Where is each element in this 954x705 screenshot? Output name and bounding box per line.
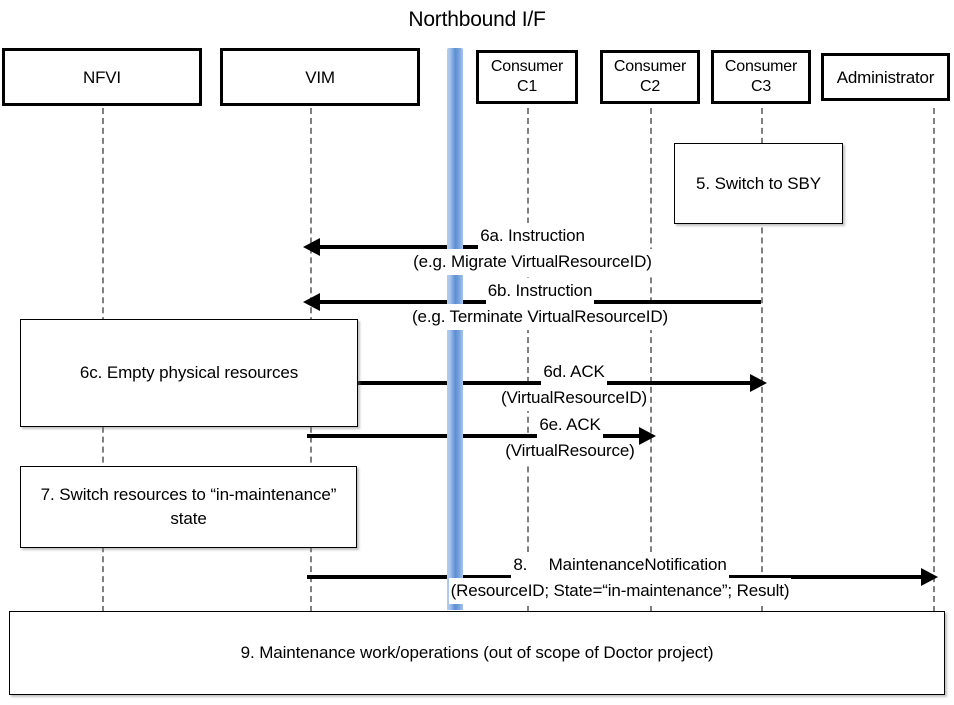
message-6a-label-bottom: (e.g. Migrate VirtualResourceID) [411, 249, 654, 275]
participant-nfvi[interactable]: NFVI [2, 48, 202, 106]
participant-c2-label-line2: C2 [639, 78, 661, 95]
participant-consumer-c1[interactable]: Consumer C1 [476, 50, 578, 104]
page-title: Northbound I/F [408, 8, 546, 31]
note-step5-line1: 5. Switch to [695, 173, 783, 193]
note-step-5-switch-to-sby: 5. Switch to SBY [674, 143, 843, 224]
message-6a-line [310, 245, 527, 249]
note-step6c-line1: 6c. Empty physical resources [79, 363, 299, 382]
message-6a-label-top: 6a. Instruction [478, 223, 587, 249]
lifeline-c3 [761, 108, 763, 612]
message-6d-label-top: 6d. ACK [541, 359, 607, 385]
participant-admin-label: Administrator [836, 67, 935, 87]
note-step9-line1: 9. Maintenance work/operations [240, 643, 479, 662]
message-6e-arrowhead [639, 427, 656, 445]
note-step7-line2: “in-maintenance” state [170, 485, 337, 528]
lifeline-c1 [527, 108, 529, 612]
message-6d-arrowhead [750, 374, 767, 392]
message-6b-arrowhead [303, 293, 320, 311]
participant-c1-label-line1: Consumer [490, 58, 564, 75]
participant-vim[interactable]: VIM [220, 48, 420, 106]
message-6b-label-bottom: (e.g. Terminate VirtualResourceID) [410, 304, 670, 330]
message-6a-label: 6a. Instruction (e.g. Migrate VirtualRes… [360, 223, 705, 275]
message-6e-line [307, 434, 643, 438]
lifeline-admin [933, 108, 935, 612]
message-8-label-bottom: (ResourceID; State=“in-maintenance”; Res… [448, 578, 792, 604]
message-6e-label-top: 6e. ACK [537, 412, 603, 438]
message-6b-label: 6b. Instruction (e.g. Terminate VirtualR… [360, 278, 720, 330]
message-6d-label-bottom: (VirtualResourceID) [498, 385, 650, 411]
participant-c3-label-line1: Consumer [724, 58, 798, 75]
participant-consumer-c2[interactable]: Consumer C2 [600, 50, 700, 104]
participant-c1-label-line2: C1 [516, 78, 538, 95]
message-8-arrowhead [921, 568, 938, 586]
lifeline-c2 [650, 108, 652, 612]
participant-c3-label-line2: C3 [750, 78, 772, 95]
note-step-9-maintenance-work: 9. Maintenance work/operations (out of s… [9, 611, 945, 695]
message-8-label-top: 8. MaintenanceNotification [511, 552, 729, 578]
message-6e-label: 6e. ACK (VirtualResource) [470, 412, 670, 464]
note-step5-line2: SBY [787, 173, 822, 193]
note-step7-line1: 7. Switch resources to [40, 485, 206, 504]
message-6a-arrowhead [303, 238, 320, 256]
message-6b-label-top: 6b. Instruction [485, 278, 595, 304]
note-step-7-switch-resources: 7. Switch resources to “in-maintenance” … [20, 466, 357, 548]
message-6e-label-bottom: (VirtualResource) [503, 438, 637, 464]
participant-consumer-c3[interactable]: Consumer C3 [711, 50, 811, 104]
participant-vim-label: VIM [305, 67, 335, 87]
participant-administrator[interactable]: Administrator [821, 53, 950, 101]
note-step9-line2: (out of scope of Doctor project) [483, 643, 714, 662]
note-step-6c-empty-physical-resources: 6c. Empty physical resources [20, 319, 358, 427]
participant-c2-label-line1: Consumer [613, 58, 687, 75]
message-8-label: 8. MaintenanceNotification (ResourceID; … [390, 552, 850, 604]
participant-nfvi-label: NFVI [83, 67, 121, 87]
message-6d-label: 6d. ACK (VirtualResourceID) [464, 359, 684, 411]
